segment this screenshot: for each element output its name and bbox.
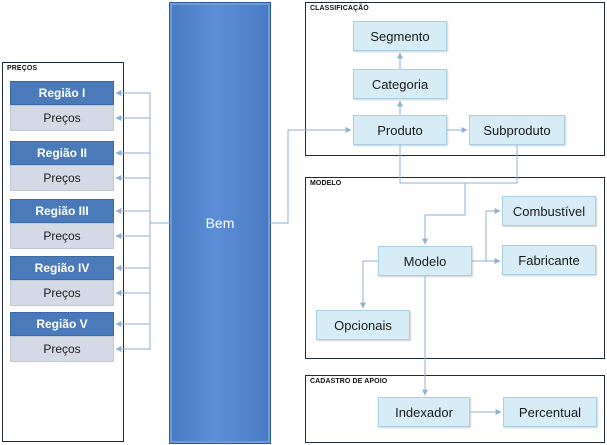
region-3[interactable]: Região III — [10, 199, 114, 223]
precos-panel-title: PREÇOS — [7, 65, 38, 72]
modelo-node[interactable]: Modelo — [378, 246, 472, 276]
cadastro-panel-title: CADASTRO DE APOIO — [310, 378, 388, 385]
opcionais-node[interactable]: Opcionais — [316, 310, 410, 340]
categoria-node[interactable]: Categoria — [353, 69, 447, 99]
classificacao-panel-title: CLASSIFICAÇÃO — [310, 5, 369, 12]
percentual-node[interactable]: Percentual — [503, 397, 597, 427]
subproduto-node[interactable]: Subproduto — [469, 115, 565, 145]
fabricante-node[interactable]: Fabricante — [502, 245, 596, 275]
connector-bem-region-1 — [115, 90, 170, 224]
region-1-precos[interactable]: Preços — [10, 105, 114, 131]
region-4-precos[interactable]: Preços — [10, 280, 114, 306]
indexador-node[interactable]: Indexador — [378, 397, 470, 427]
produto-node[interactable]: Produto — [353, 115, 447, 145]
region-2[interactable]: Região II — [10, 141, 114, 165]
region-5[interactable]: Região V — [10, 312, 114, 336]
region-3-precos[interactable]: Preços — [10, 223, 114, 249]
bem-node[interactable]: Bem — [170, 3, 270, 443]
modelo-panel-title: MODELO — [310, 180, 342, 187]
region-1[interactable]: Região I — [10, 81, 114, 105]
segmento-node[interactable]: Segmento — [353, 21, 447, 51]
region-4[interactable]: Região IV — [10, 256, 114, 280]
region-2-precos[interactable]: Preços — [10, 165, 114, 191]
region-5-precos[interactable]: Preços — [10, 336, 114, 362]
combustivel-node[interactable]: Combustível — [502, 196, 596, 226]
